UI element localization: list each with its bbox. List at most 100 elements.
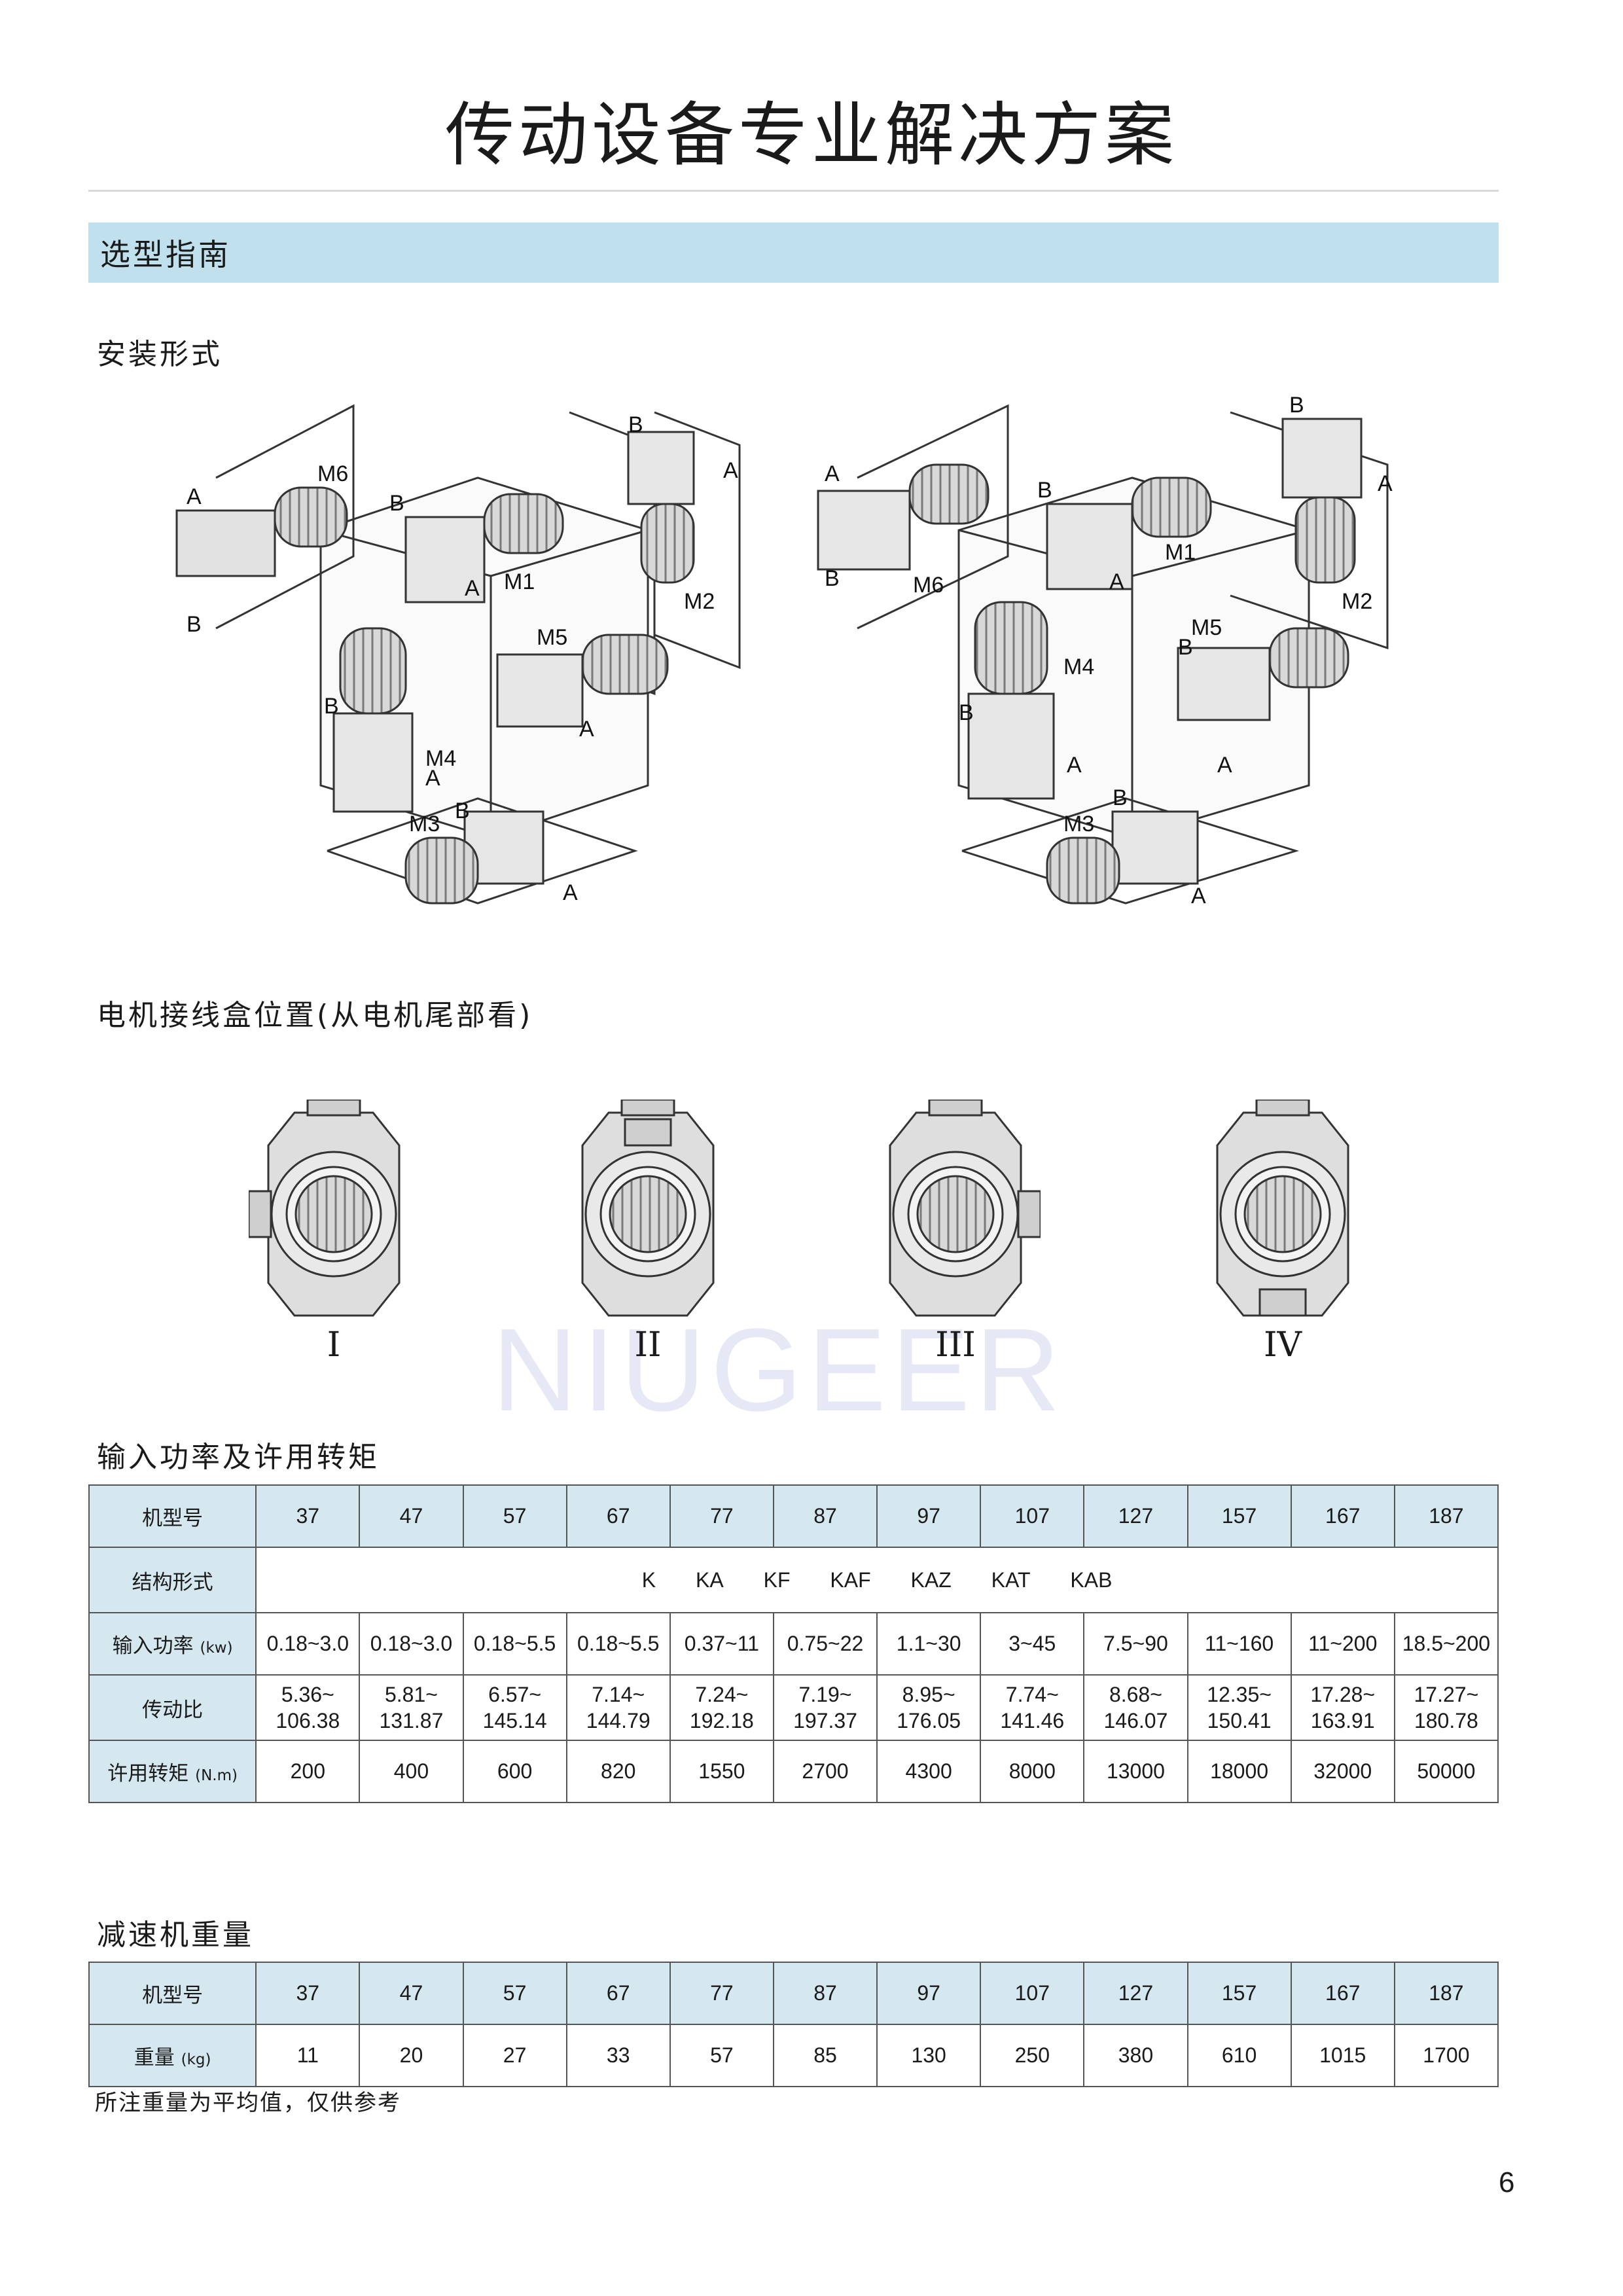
torque-cell: 200 [255, 1740, 361, 1803]
power-cell: 1.1~30 [876, 1612, 982, 1676]
weight-label: 重量 [134, 2046, 175, 2070]
weight-label-cell: 重量 (kg) [88, 2024, 257, 2087]
gearmotor-m1-left [404, 516, 486, 603]
table-row: 机型号 37 47 57 67 77 87 97 107 127 157 167… [88, 1484, 1499, 1548]
model-cell: 47 [359, 1484, 464, 1548]
model-cell: 127 [1083, 1962, 1188, 2025]
mounting-heading: 安装形式 [97, 338, 223, 371]
weight-cell: 1700 [1393, 2024, 1499, 2087]
model-cell: 77 [669, 1962, 774, 2025]
mount-label-m1-left: M1 [504, 569, 535, 594]
model-cell: 37 [255, 1962, 361, 2025]
terminal-position-2-drawing [581, 1100, 715, 1317]
weight-cell: 85 [772, 2024, 878, 2087]
terminal-position-label: I [327, 1325, 341, 1365]
marker-a: A [1191, 884, 1206, 908]
weight-cell: 250 [980, 2024, 1085, 2087]
weight-table-heading: 减速机重量 [97, 1918, 254, 1952]
gearmotor-m6-right [817, 490, 911, 571]
torque-cell: 4300 [876, 1740, 982, 1803]
marker-a: A [187, 484, 202, 509]
weight-table: 机型号 37 47 57 67 77 87 97 107 127 157 167… [88, 1962, 1499, 2087]
gearmotor-m4-left [332, 712, 414, 813]
page-number: 6 [1499, 2166, 1515, 2198]
weight-note: 所注重量为平均值，仅供参考 [95, 2090, 401, 2116]
model-cell: 57 [462, 1962, 567, 2025]
structure-label: 结构形式 [88, 1547, 257, 1613]
marker-a: A [1109, 569, 1124, 594]
torque-cell: 600 [462, 1740, 567, 1803]
ratio-label: 传动比 [88, 1674, 257, 1741]
marker-a: A [1378, 471, 1393, 496]
power-label-cell: 输入功率 (kw) [88, 1612, 257, 1676]
power-cell: 7.5~90 [1083, 1612, 1188, 1676]
mount-label-m2-right: M2 [1342, 589, 1372, 614]
torque-cell: 2700 [772, 1740, 878, 1803]
structure-types-cell: K KA KF KAF KAZ KAT KAB [255, 1547, 1499, 1613]
model-cell: 167 [1290, 1962, 1395, 2025]
ratio-cell: 5.36~106.38 [255, 1674, 361, 1741]
power-cell: 11~160 [1186, 1612, 1292, 1676]
model-cell: 107 [980, 1484, 1085, 1548]
structure-type: KAB [1070, 1568, 1113, 1592]
ratio-cell: 17.28~163.91 [1290, 1674, 1395, 1741]
terminal-position-4-drawing [1216, 1100, 1349, 1317]
marker-b: B [1037, 478, 1052, 503]
mount-label-m2-left: M2 [684, 589, 715, 614]
structure-type: KAZ [910, 1568, 952, 1592]
table-row: 输入功率 (kw) 0.18~3.0 0.18~3.0 0.18~5.5 0.1… [88, 1612, 1499, 1676]
terminal-box-heading: 电机接线盒位置(从电机尾部看) [97, 999, 533, 1032]
torque-cell: 32000 [1290, 1740, 1395, 1803]
mount-label-m6-right: M6 [913, 573, 944, 598]
page-title: 传动设备专业解决方案 [445, 95, 1178, 175]
ratio-cell: 8.95~176.05 [876, 1674, 982, 1741]
section-header-bar: 选型指南 [88, 223, 1499, 283]
section-title: 选型指南 [100, 237, 231, 272]
marker-b: B [187, 612, 202, 637]
marker-a: A [563, 880, 578, 905]
terminal-position-label: III [935, 1325, 976, 1365]
watermark: NIUGEER [491, 1304, 1066, 1436]
structure-type: KF [763, 1568, 791, 1592]
marker-b: B [1289, 393, 1304, 418]
ratio-cell: 7.74~141.46 [980, 1674, 1085, 1741]
model-cell: 97 [876, 1484, 982, 1548]
model-cell: 37 [255, 1484, 361, 1548]
marker-a: A [465, 576, 480, 601]
torque-label-cell: 许用转矩 (N.m) [88, 1740, 257, 1803]
weight-cell: 380 [1083, 2024, 1188, 2087]
torque-cell: 820 [565, 1740, 671, 1803]
weight-cell: 1015 [1290, 2024, 1395, 2087]
structure-type: KA [696, 1568, 724, 1592]
marker-b: B [825, 566, 840, 591]
mount-label-m1-right: M1 [1165, 540, 1196, 565]
table-row: 重量 (kg) 11 20 27 33 57 85 130 250 380 61… [88, 2024, 1499, 2087]
mount-label-m6-left: M6 [317, 461, 348, 486]
table-row: 结构形式 K KA KF KAF KAZ KAT KAB [88, 1547, 1499, 1613]
power-cell: 0.75~22 [772, 1612, 878, 1676]
marker-b: B [1113, 785, 1128, 810]
gearmotor-m4-right [967, 692, 1055, 800]
marker-b: B [628, 412, 643, 437]
terminal-position-label: IV [1263, 1325, 1302, 1365]
mount-label-m5-left: M5 [537, 625, 567, 650]
model-cell: 47 [359, 1962, 464, 2025]
torque-cell: 18000 [1186, 1740, 1292, 1803]
gearmotor-m2-right [1281, 418, 1363, 499]
marker-a: A [425, 766, 440, 791]
power-cell: 0.18~5.5 [462, 1612, 567, 1676]
ratio-cell: 6.57~145.14 [462, 1674, 567, 1741]
mount-label-m3-right: M3 [1063, 812, 1094, 836]
marker-b: B [455, 798, 470, 823]
model-cell: 157 [1186, 1484, 1292, 1548]
marker-b: B [959, 700, 974, 725]
ratio-cell: 7.24~192.18 [669, 1674, 774, 1741]
torque-cell: 13000 [1083, 1740, 1188, 1803]
weight-cell: 27 [462, 2024, 567, 2087]
gearmotor-m3-right [1111, 810, 1199, 885]
torque-cell: 400 [359, 1740, 464, 1803]
marker-a: A [825, 461, 840, 486]
torque-cell: 1550 [669, 1740, 774, 1803]
gearmotor-m2-left [627, 431, 695, 505]
mount-label-m3-left: M3 [409, 812, 440, 836]
